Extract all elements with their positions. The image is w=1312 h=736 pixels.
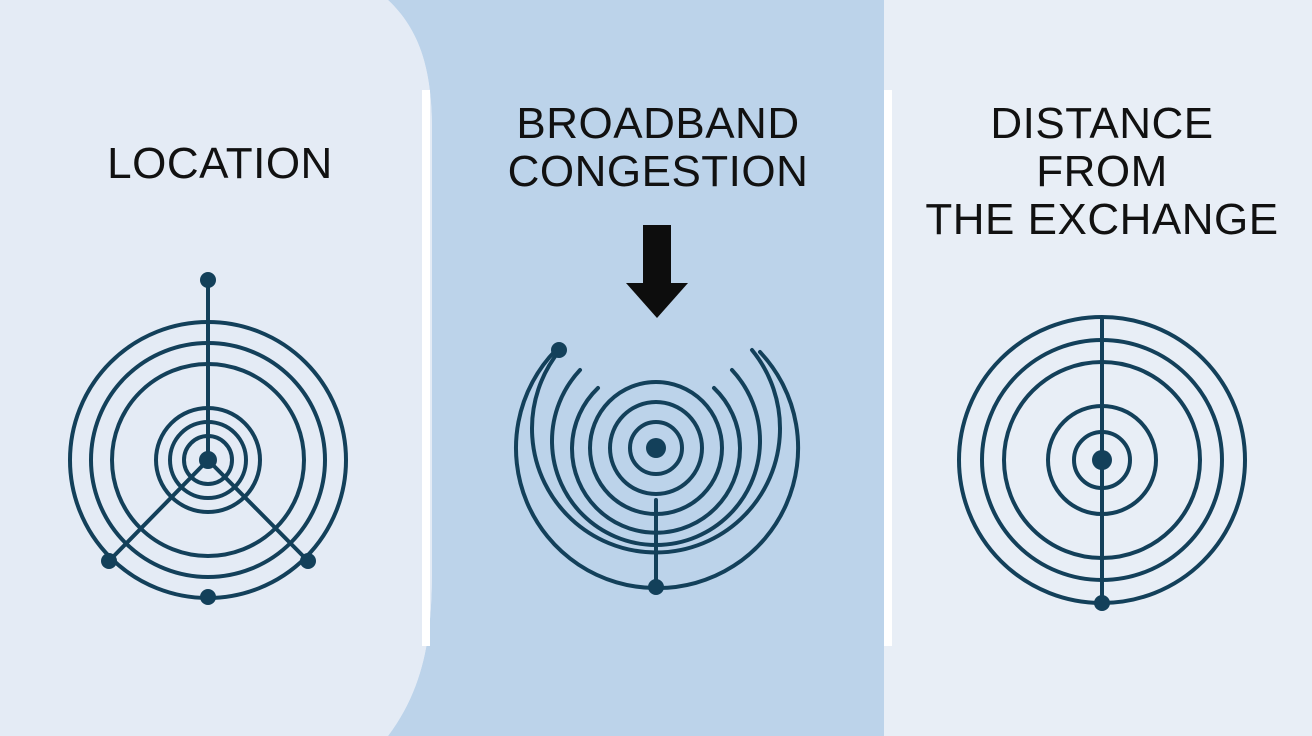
- location-spoke-right: [206, 458, 310, 563]
- location-title-line-1: LOCATION: [107, 139, 333, 188]
- down-arrow-icon: [626, 225, 688, 318]
- distance-title-line-3: THE EXCHANGE: [925, 195, 1279, 244]
- arrow-shaft: [643, 225, 671, 283]
- divider-left: [422, 90, 430, 646]
- broadband-title-line-2: CONGESTION: [507, 147, 809, 196]
- congestion-node-top-left: [551, 342, 567, 358]
- location-center-dot: [199, 451, 217, 469]
- concentric-rings-with-spokes-icon: [68, 272, 348, 605]
- divider-right: [884, 90, 892, 646]
- arrow-head: [626, 283, 688, 318]
- broadband-title-line-1: BROADBAND: [516, 99, 800, 148]
- distance-title-line-2: FROM: [1036, 147, 1168, 196]
- right-panel-bg: [884, 0, 1312, 736]
- location-node-bottom: [200, 589, 216, 605]
- distance-node-bottom: [1094, 595, 1110, 611]
- open-concentric-arcs-icon: [513, 342, 801, 595]
- distance-title-line-1: DISTANCE: [990, 99, 1214, 148]
- congestion-center-dot: [646, 438, 666, 458]
- location-node-left: [101, 553, 117, 569]
- location-title: LOCATION: [40, 140, 400, 188]
- distance-from-exchange-title: DISTANCE FROM THE EXCHANGE: [900, 100, 1304, 244]
- left-panel-curve: [0, 0, 432, 736]
- location-node-top: [200, 272, 216, 288]
- congestion-ring-1: [628, 420, 684, 476]
- distance-center-dot: [1092, 450, 1112, 470]
- broadband-congestion-title: BROADBAND CONGESTION: [440, 100, 876, 196]
- congestion-ring-2: [608, 400, 704, 496]
- location-spoke-left: [107, 458, 210, 563]
- middle-panel-bg: [388, 0, 884, 736]
- congestion-node-bottom: [648, 579, 664, 595]
- location-node-right: [300, 553, 316, 569]
- concentric-rings-with-axis-icon: [957, 315, 1247, 611]
